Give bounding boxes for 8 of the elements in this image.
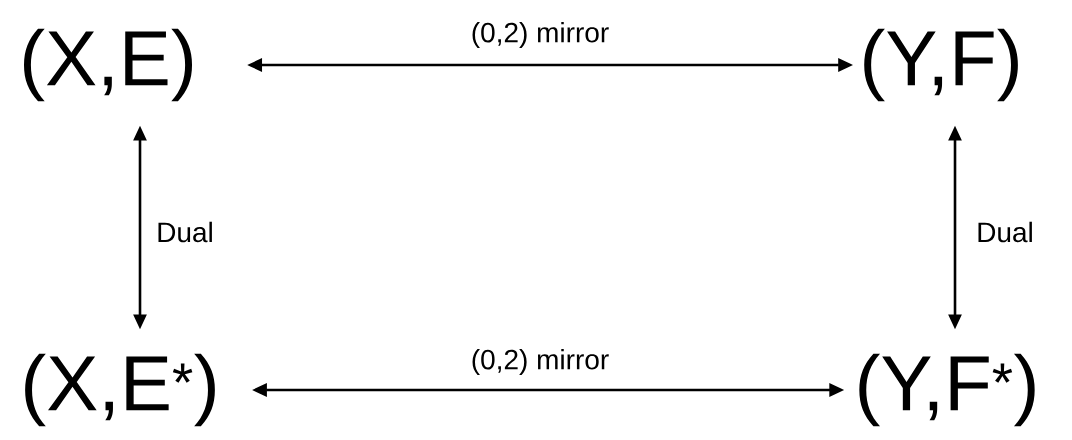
math-label: (X,E) — [24, 28, 192, 102]
edge-label: Dual — [155, 220, 215, 244]
math-label: (X,E$^{*}$) — [25, 353, 215, 427]
math-label: (Y,F$^{*}$) — [859, 353, 1035, 427]
math-label: (Y,F) — [864, 28, 1018, 102]
edge-label: (0,2) mirror — [469, 20, 611, 50]
edge-label: (0,2) mirror — [469, 347, 611, 377]
edge-label: Dual — [975, 220, 1035, 244]
